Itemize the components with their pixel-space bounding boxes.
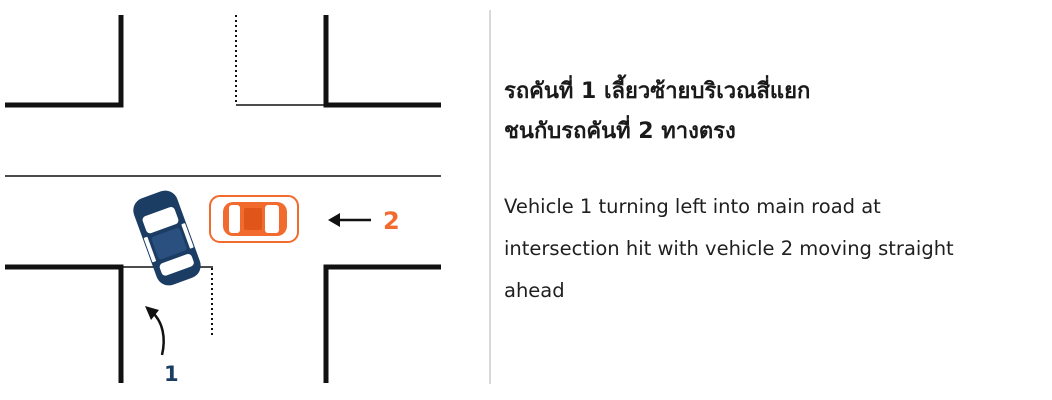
intersection-diagram: 2 1 bbox=[5, 15, 441, 386]
vehicle-1-label: 1 bbox=[164, 362, 179, 386]
vehicle-1-icon bbox=[133, 190, 201, 286]
vehicle-1-arrow-icon bbox=[145, 306, 165, 356]
vehicle-2-icon bbox=[209, 195, 299, 243]
panel-divider bbox=[489, 10, 491, 384]
curb-top-left bbox=[5, 15, 124, 108]
english-description-line-1: Vehicle 1 turning left into main road at bbox=[504, 195, 881, 218]
english-description-line-2: intersection hit with vehicle 2 moving s… bbox=[504, 237, 954, 260]
vehicle-2-arrow-icon bbox=[328, 213, 371, 227]
english-description: Vehicle 1 turning left into main road at… bbox=[504, 186, 1049, 312]
curb-bottom-right bbox=[323, 264, 441, 383]
english-description-line-3: ahead bbox=[504, 279, 565, 302]
curb-bottom-left bbox=[5, 264, 124, 383]
description-panel: รถคันที่ 1 เลี้ยวซ้ายบริเวณสี่แยก ชนกับร… bbox=[504, 72, 1049, 312]
thai-description-line-2: ชนกับรถคันที่ 2 ทางตรง bbox=[504, 119, 736, 144]
thai-description-line-1: รถคันที่ 1 เลี้ยวซ้ายบริเวณสี่แยก bbox=[504, 79, 811, 104]
vehicle-2-label: 2 bbox=[383, 207, 400, 235]
curb-top-right bbox=[323, 15, 441, 108]
